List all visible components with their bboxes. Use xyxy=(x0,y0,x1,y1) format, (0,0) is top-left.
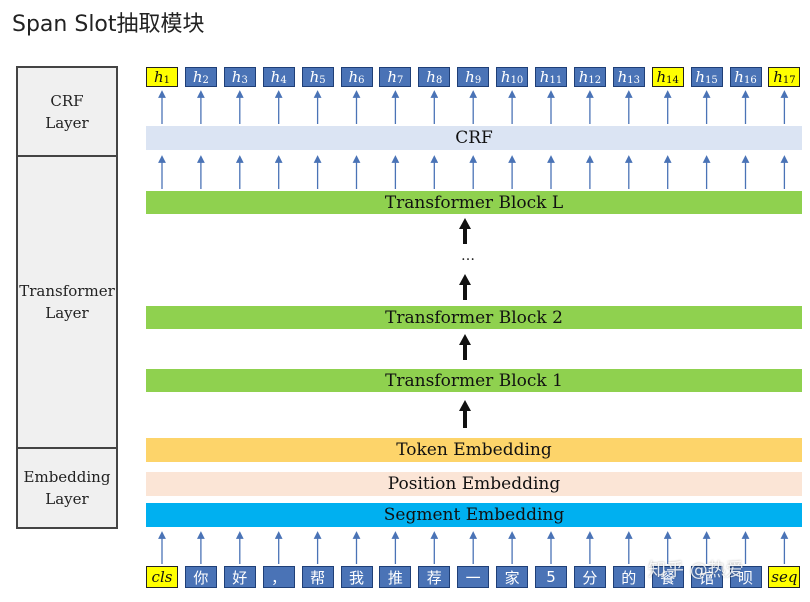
input-token: 荐 xyxy=(418,566,451,588)
input-token: seq xyxy=(768,566,801,588)
diagram-title: Span Slot抽取模块 xyxy=(12,12,205,37)
up-arrow-icon xyxy=(459,400,471,428)
transformer-block-2: Transformer Block 2 xyxy=(146,306,802,329)
input-token: 一 xyxy=(457,566,490,588)
position-embedding-bar: Position Embedding xyxy=(146,472,802,496)
input-token: 餐 xyxy=(651,566,684,588)
crf-bar: CRF xyxy=(146,126,802,150)
input-token: 家 xyxy=(496,566,529,588)
input-token: 帮 xyxy=(301,566,334,588)
input-token: ， xyxy=(262,566,295,588)
ellipsis: … xyxy=(461,248,475,264)
input-token: 馆 xyxy=(690,566,723,588)
layer-divider xyxy=(18,155,116,157)
input-token: cls xyxy=(146,566,178,588)
input-token: 我 xyxy=(340,566,373,588)
input-token: 5 xyxy=(535,566,567,588)
token-embedding-bar: Token Embedding xyxy=(146,438,802,462)
input-token: 推 xyxy=(379,566,412,588)
up-arrow-icon xyxy=(459,218,471,244)
input-token: 好 xyxy=(223,566,256,588)
up-arrow-icon xyxy=(459,274,471,300)
up-arrow-icon xyxy=(459,334,471,360)
transformer-block-1: Transformer Block 1 xyxy=(146,369,802,392)
segment-embedding-bar: Segment Embedding xyxy=(146,503,802,527)
watermark: 知乎 @热爱 xyxy=(648,560,744,581)
layer-divider xyxy=(18,447,116,449)
input-token: 呗 xyxy=(729,566,762,588)
input-token: 分 xyxy=(573,566,606,588)
input-token: 你 xyxy=(184,566,217,588)
input-token: 的 xyxy=(612,566,645,588)
transformer-block-l: Transformer Block L xyxy=(146,191,802,214)
block-arrows xyxy=(459,218,471,428)
